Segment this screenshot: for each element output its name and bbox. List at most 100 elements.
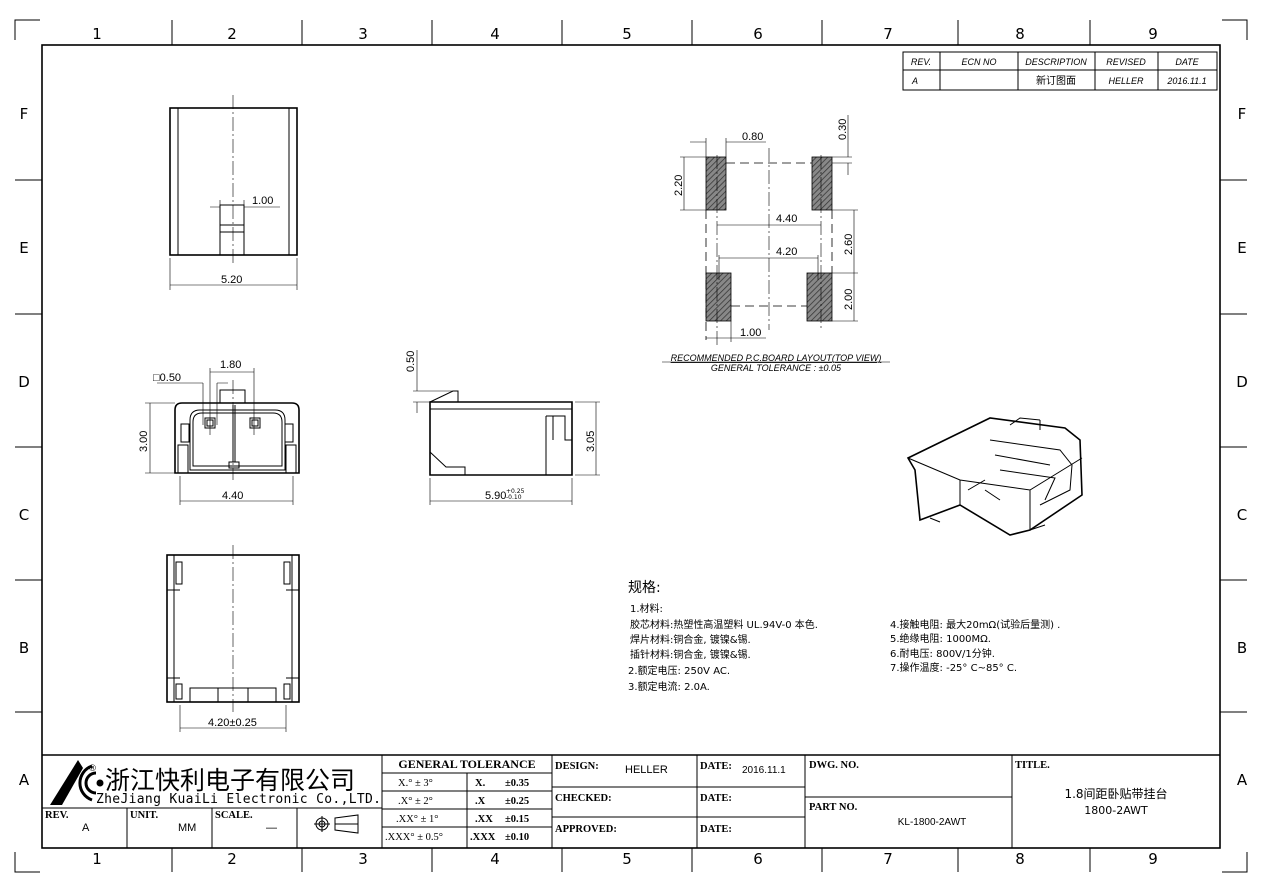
zone-row-B: B [19,639,29,657]
zone-col-8: 8 [1015,25,1025,43]
spec-line: 4.接触电阻: 最大20mΩ(试验后量测) . [890,618,1060,631]
zone-col-6: 6 [753,25,763,43]
scale-label: SCALE. [215,810,253,821]
zone-col-2: 2 [227,25,237,43]
tolerance-linear-value: ±0.35 [505,778,529,789]
side-dim-height: 3.05 [585,431,597,452]
unit-label: UNIT. [130,810,158,821]
revised-header: REVISED [1106,57,1146,67]
zone-row-A: A [19,771,30,789]
company-name-cn: 浙江快利电子有限公司 [105,766,355,795]
zone-row-C: C [19,506,29,524]
spec-line: 插针材料:铜合金, 镀镍&锡. [630,648,751,661]
top-dim-slot: 1.00 [252,195,273,207]
title-label: TITLE. [1015,760,1050,771]
dwg-no-label: DWG. NO. [809,760,859,771]
front-view: 1.80 □0.50 3.00 4.40 [138,359,300,505]
tolerance-linear-key: .XX [475,814,493,825]
part-no-label: PART NO. [809,802,858,813]
front-dim-width: 4.40 [222,490,243,502]
design-label: DESIGN: [555,761,599,772]
title-line2: 1800-2AWT [1084,804,1148,817]
side-dim-tol-plus: +0.25 [506,488,525,495]
tolerance-header: GENERAL TOLERANCE [398,757,535,771]
pcb-dim-span-top: 4.40 [776,213,797,225]
pad [811,156,833,211]
tolerance-angle: X.° ± 3° [398,778,433,789]
front-dim-pitch: 1.80 [220,359,241,371]
zone-col-1-bottom: 1 [92,850,102,868]
side-dim-top: 0.50 [405,351,417,372]
spec-line: 胶芯材料:热塑性高温塑料 UL.94V-0 本色. [630,618,818,631]
tolerance-angle: .X° ± 2° [398,796,433,807]
tolerance-linear-key: X. [475,778,486,789]
description-value: 新订图面 [1036,74,1076,87]
spec-line: 7.操作温度: -25° C~85° C. [890,661,1017,674]
title-line1: 1.8间距卧贴带挂台 [1064,786,1167,801]
zone-col-5: 5 [622,25,632,43]
zone-row-F: F [20,105,29,123]
rev-header: REV. [911,57,931,67]
rev-value: A [911,76,918,86]
registered-mark: ® [88,764,97,774]
zone-row-F-right: F [1238,105,1247,123]
spec-line: 焊片材料:铜合金, 镀镍&锡. [630,633,751,646]
zone-col-4-bottom: 4 [490,850,500,868]
side-dim-tol-minus: -0.10 [506,494,522,501]
company-name-en: ZheJiang KuaiLi Electronic Co.,LTD. [96,792,381,807]
approved-label: APPROVED: [555,824,617,835]
title-block: ® 浙江快利电子有限公司 ZheJiang KuaiLi Electronic … [42,754,1220,848]
pcb-dim-pad-w2: 1.00 [740,327,761,339]
tolerance-linear-key: .XXX [470,832,496,843]
zone-col-5-bottom: 5 [622,850,632,868]
tolerance-linear-value: ±0.25 [505,796,529,807]
zone-col-3: 3 [358,25,368,43]
pad [806,272,833,322]
specifications: 规格: 1.材料: 胶芯材料:热塑性高温塑料 UL.94V-0 本色. 焊片材料… [628,580,1060,693]
design-value: HELLER [625,764,668,776]
spec-line: 5.绝缘电阻: 1000MΩ. [890,632,991,645]
zone-row-E-right: E [1237,239,1246,257]
zone-col-9: 9 [1148,25,1158,43]
zone-col-4: 4 [490,25,500,43]
zone-labels: 1 2 3 4 5 6 7 8 9 1 2 3 4 5 6 7 8 9 F E … [18,25,1248,868]
zone-row-B-right: B [1237,639,1247,657]
zone-col-8-bottom: 8 [1015,850,1025,868]
scale-value: — [266,822,277,834]
zone-col-1: 1 [92,25,102,43]
pcb-caption: RECOMMENDED P.C.BOARD LAYOUT(TOP VIEW) [671,353,882,363]
date-label: DATE: [700,761,732,772]
tolerance-angle: .XX° ± 1° [396,814,438,825]
pcb-dim-pad-w: 0.80 [742,131,763,143]
pcb-dim-offset: 0.30 [837,119,849,140]
side-dim-length: 5.90 [485,490,506,502]
zone-col-7-bottom: 7 [883,850,893,868]
rev-value: A [82,822,90,834]
pcb-dim-gap: 2.60 [843,234,855,255]
date-label-checked: DATE: [700,793,732,804]
zone-col-2-bottom: 2 [227,850,237,868]
pad [705,156,727,211]
pcb-layout: 0.80 0.30 2.20 4.40 4.20 2.60 2.00 1.00 … [662,115,890,373]
unit-value: MM [178,822,196,834]
front-dim-square: □0.50 [153,372,181,384]
spec-line: 1.材料: [630,602,663,615]
bottom-dim-width: 4.20±0.25 [208,717,257,729]
pcb-tolerance: GENERAL TOLERANCE : ±0.05 [711,363,842,373]
date-value: 2016.11.1 [742,765,786,776]
pad [705,272,732,322]
date-value: 2016.11.1 [1166,76,1206,86]
specs-title: 规格: [628,580,661,596]
rev-label: REV. [45,810,69,821]
checked-label: CHECKED: [555,793,612,804]
description-header: DESCRIPTION [1025,57,1087,67]
ecn-header: ECN NO [961,57,996,67]
date-label-approved: DATE: [700,824,732,835]
part-no-value: KL-1800-2AWT [898,817,967,828]
zone-col-9-bottom: 9 [1148,850,1158,868]
date-header: DATE [1175,57,1199,67]
bottom-view: 4.20±0.25 [166,545,300,732]
front-dim-height: 3.00 [138,431,150,452]
